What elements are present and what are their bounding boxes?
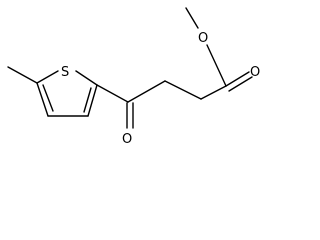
ester-oxygen-label: O <box>198 31 208 46</box>
bond-c4-c5 <box>36 82 49 117</box>
bond-c5-s <box>36 70 59 84</box>
ketone-oxygen-label: O <box>122 132 132 147</box>
bond-c2-c3-double <box>83 87 92 113</box>
bond-c2-c3 <box>87 84 98 117</box>
structure-canvas: S O O O <box>7 7 261 147</box>
bond-ch2b-ester-c <box>200 85 227 100</box>
bond-c2-ketone-c <box>96 84 129 103</box>
bond-ch2a-ch2b <box>164 80 202 100</box>
bond-s-c2 <box>75 70 98 86</box>
bond-methyl-c5 <box>7 66 38 84</box>
bond-ester-c-o-single <box>206 44 227 87</box>
sulfur-label: S <box>61 65 69 80</box>
bond-c4-c5-double <box>42 84 54 112</box>
molecule-diagram: S O O O <box>7 7 260 147</box>
bond-ester-c-o-double-2 <box>228 76 253 92</box>
ester-carbonyl-oxygen-label: O <box>250 65 260 80</box>
bond-ketone-c-ch2a <box>127 80 166 103</box>
bond-ester-c-o-double <box>225 71 250 87</box>
bond-o-methyl <box>185 7 199 29</box>
